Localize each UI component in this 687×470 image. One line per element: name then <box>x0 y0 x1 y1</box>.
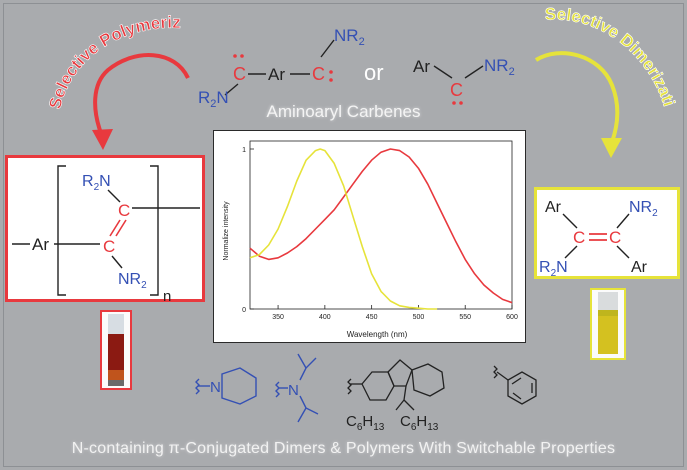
dimer-c-right: C <box>609 228 621 247</box>
series-line-0 <box>249 148 513 304</box>
piperidine-substituent <box>195 367 257 405</box>
spectrum-chart: 350 400 450 500 550 600 0 1 Wavelength (nm) Nor… <box>213 130 526 343</box>
polymerization-arrow <box>93 53 190 137</box>
bis-nr2-top: NR2 <box>334 26 365 48</box>
yellow-vial <box>598 292 618 354</box>
phenyl-substituent <box>493 365 537 405</box>
dimer-nr2-right: NR2 <box>629 199 658 219</box>
x-tick-label: 400 <box>319 314 331 321</box>
mono-ar: Ar <box>413 57 430 76</box>
red-vial-photo <box>100 310 132 390</box>
y-axis-label: Normalize intensity <box>223 201 230 261</box>
plot-frame <box>249 140 513 310</box>
bis-carbene-c2: C <box>312 64 325 84</box>
polymerization-arrow-head <box>92 129 113 150</box>
y-tick-label: 1 <box>242 147 246 154</box>
dimerization-arrow <box>534 51 620 143</box>
dimer-r2n-left: R2N <box>539 259 568 279</box>
x-tick-label: 550 <box>459 314 471 321</box>
bis-carbene-structure: NR2 C Ar C R2N or <box>198 26 384 110</box>
x-axis-label: Wavelength (nm) <box>347 330 408 339</box>
polymer-ar: Ar <box>32 235 49 254</box>
x-tick-label: 450 <box>366 314 378 321</box>
fluorenyl-c6h13-left: C6H13 <box>346 413 385 433</box>
bis-carbene-ar: Ar <box>268 65 285 84</box>
dimer-c-left: C <box>573 228 585 247</box>
fluorenyl-c6h13-right: C6H13 <box>400 413 439 433</box>
figure-frame <box>3 3 684 467</box>
y-tick-label: 0 <box>242 307 246 314</box>
dimer-structure: Ar NR2 C C R2N Ar <box>539 199 658 279</box>
polymer-c-top: C <box>118 201 130 220</box>
polymer-structure: R2N C C Ar NR2 n <box>12 165 200 305</box>
bis-r2n-bottom: R2N <box>198 88 229 110</box>
or-text: or <box>364 60 384 85</box>
series-line-1 <box>249 148 438 310</box>
bottom-title: N-containing π-Conjugated Dimers & Polym… <box>71 440 616 457</box>
mono-carbene-c: C <box>450 80 463 100</box>
subtitle: Aminoaryl Carbenes <box>266 102 421 121</box>
polymer-c-bottom: C <box>103 237 115 256</box>
polymer-r2n-top: R2N <box>82 173 111 193</box>
spectrum-plot: 350 400 450 500 550 600 0 1 Wavelength (nm) Nor… <box>223 140 518 339</box>
polymer-n: n <box>163 288 171 305</box>
dimerization-arrow-head <box>601 138 622 158</box>
piperidine-n: N <box>210 379 221 396</box>
x-tick-label: 500 <box>413 314 425 321</box>
mono-nr2: NR2 <box>484 56 515 78</box>
dimer-ar-left: Ar <box>545 199 562 216</box>
x-tick-label: 600 <box>506 314 518 321</box>
mono-carbene-structure: Ar C NR2 <box>413 56 515 105</box>
fluorenyl-substituent <box>347 359 445 411</box>
yellow-vial-photo <box>590 288 626 360</box>
dimer-structure-box: Ar NR2 C C R2N Ar <box>534 187 680 279</box>
polymer-nr2-bottom: NR2 <box>118 271 147 291</box>
polymer-structure-box: R2N C C Ar NR2 n <box>5 155 205 305</box>
x-tick-label: 350 <box>272 314 284 321</box>
bis-carbene-c1: C <box>233 64 246 84</box>
diisopropylamine-n: N <box>288 382 299 399</box>
red-vial <box>108 314 124 386</box>
diisopropylamine-substituent <box>275 353 319 423</box>
dimer-ar-right: Ar <box>631 259 648 276</box>
